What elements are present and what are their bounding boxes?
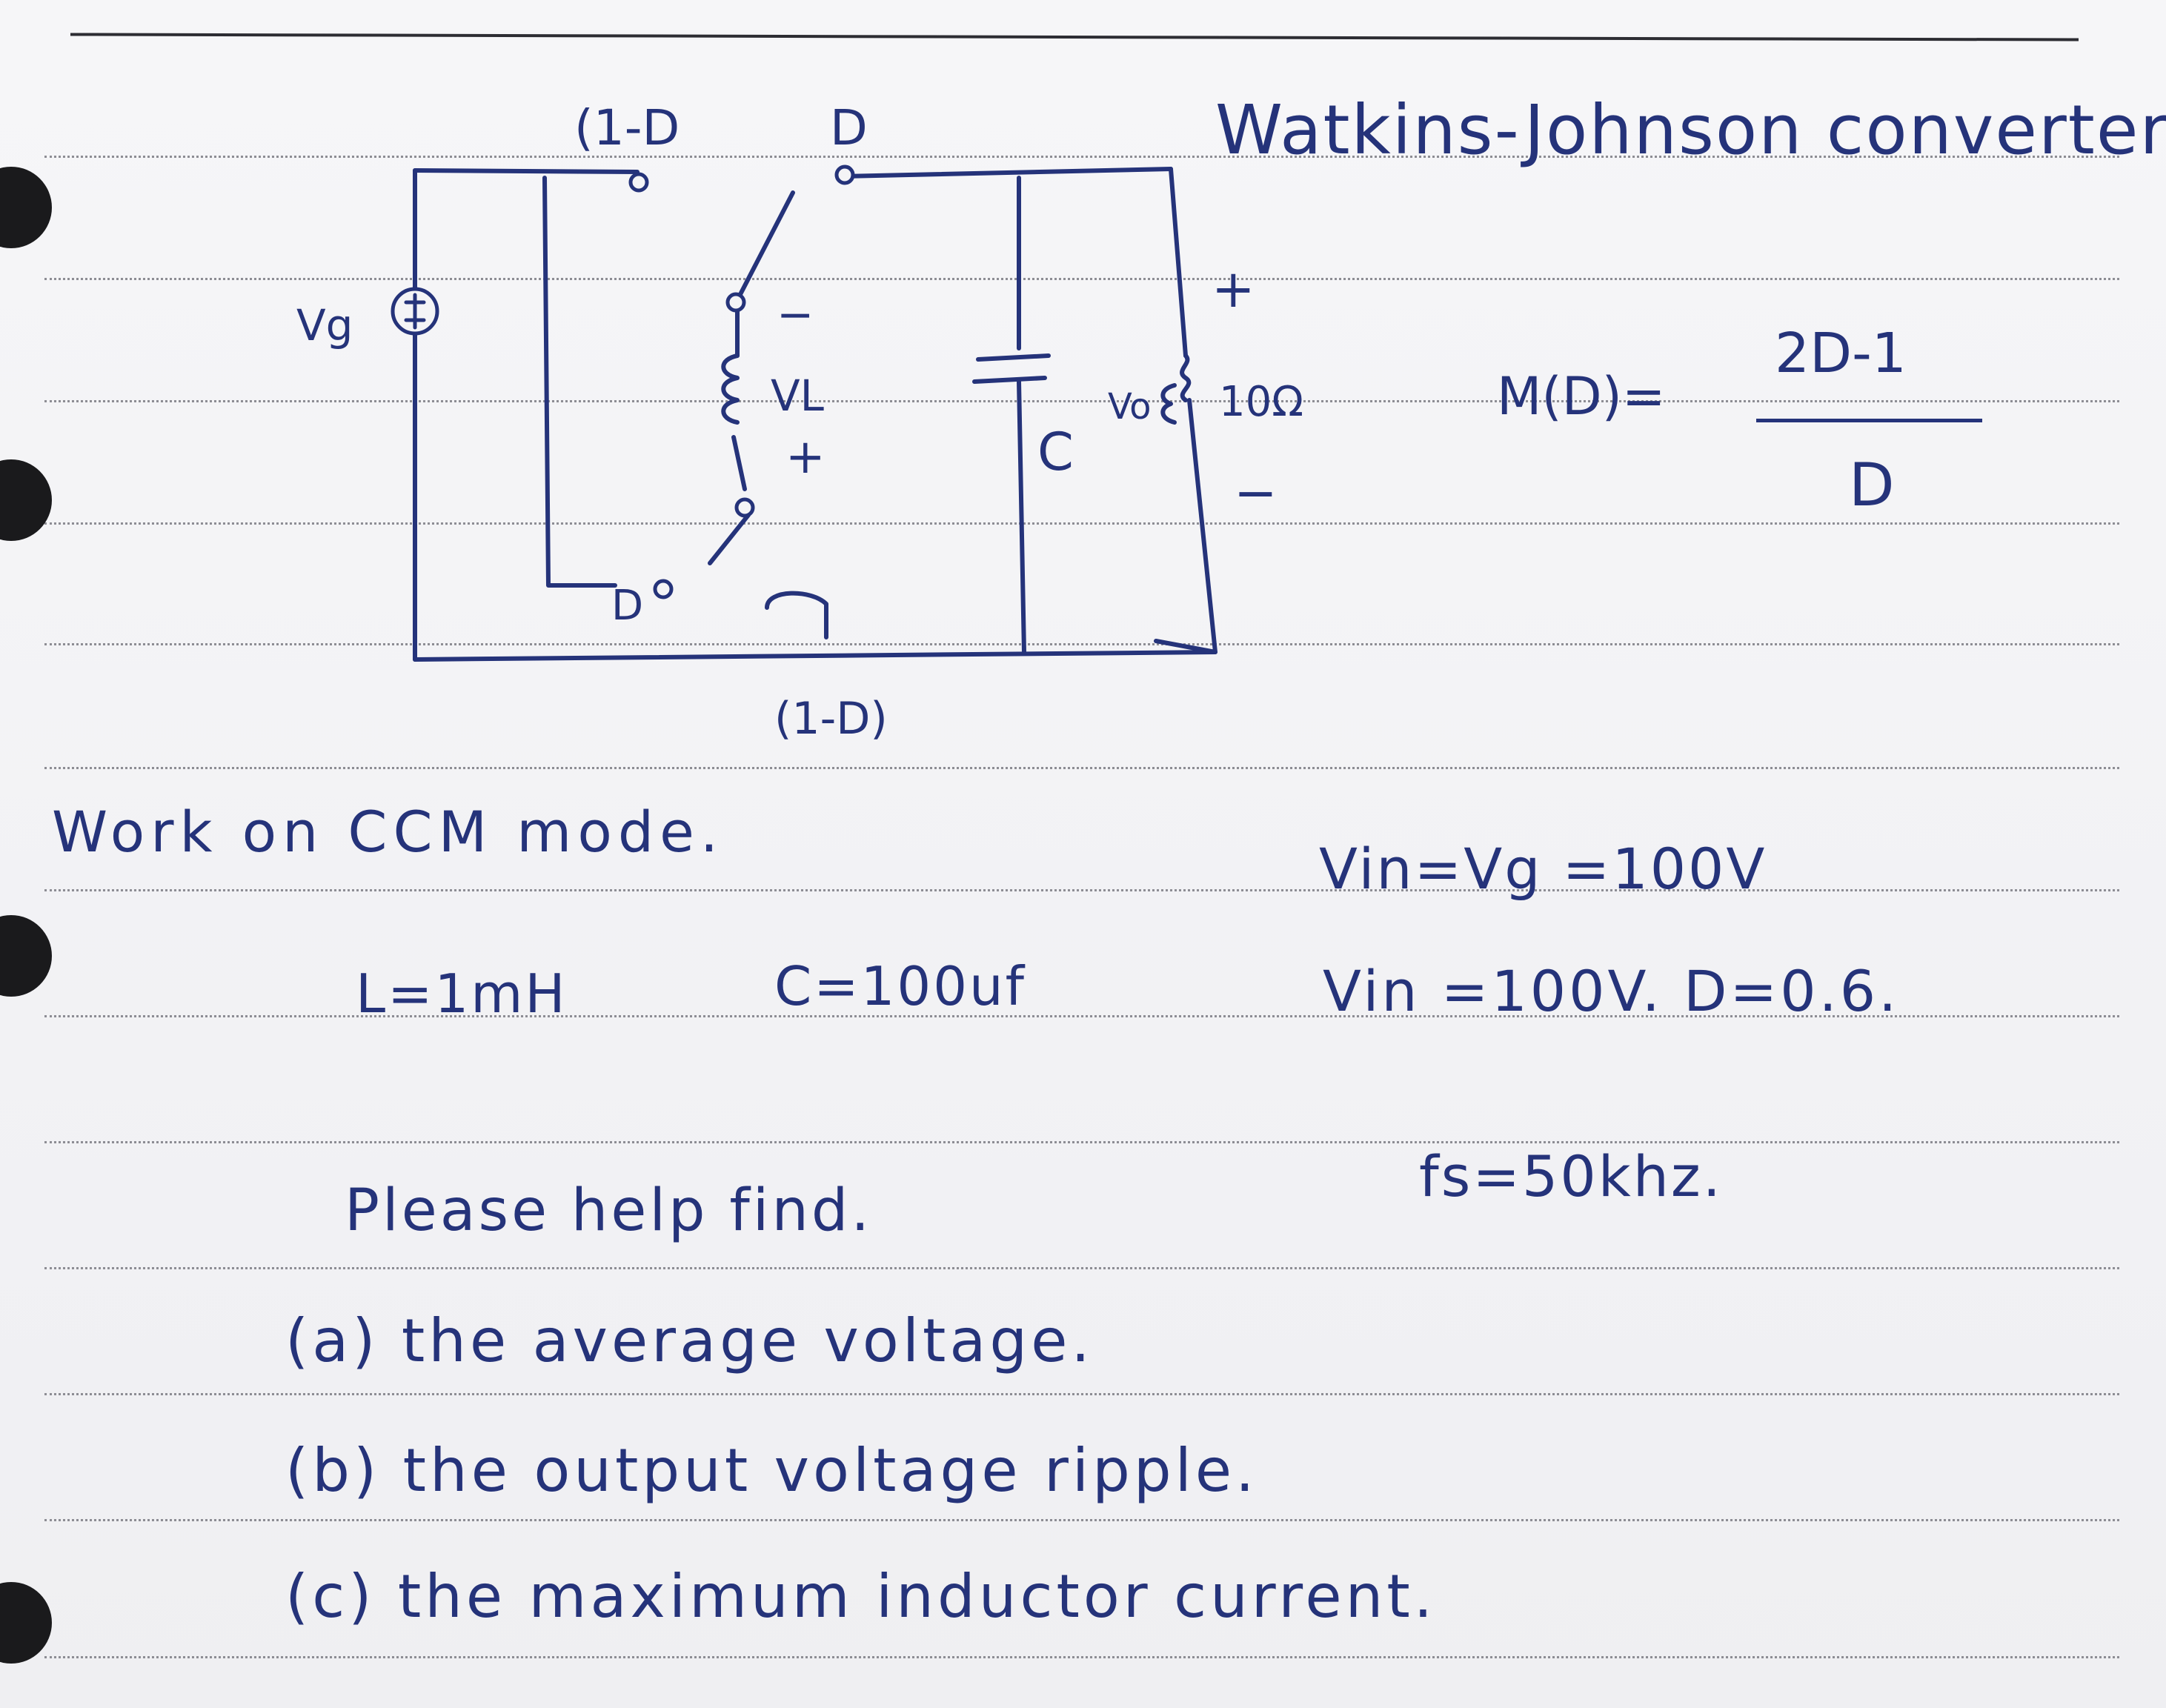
resistor-label: 10Ω [1219, 378, 1304, 426]
vo-minus-label: − [1234, 462, 1278, 523]
page-title: Watkins-Johnson converter [1215, 90, 2166, 170]
res-wire-top [1169, 167, 1188, 358]
bottom-hook [765, 591, 828, 639]
switching-frequency: fs=50khz. [1419, 1143, 1723, 1209]
ruled-line [44, 1267, 2119, 1269]
wire-inner-left [542, 176, 617, 588]
resistor [1180, 353, 1192, 402]
switch-blade-lower [708, 513, 751, 565]
vin-vg-note: Vin=Vg =100V [1319, 836, 1767, 902]
ruled-line [44, 1141, 2119, 1143]
ruled-line [44, 156, 2119, 158]
vo-label: Vo [1108, 386, 1152, 428]
ruled-line [44, 1015, 2119, 1017]
switch-terminal [725, 292, 746, 313]
capacitor-label: C [1037, 422, 1074, 482]
vin-duty-note: Vin =100V. D=0.6. [1323, 958, 1900, 1024]
inductor-plus-label: + [785, 430, 825, 485]
ruled-line [44, 643, 2119, 645]
mode-note: Work on CCM mode. [52, 799, 724, 865]
vo-brace [1160, 383, 1177, 425]
switch-terminal [834, 165, 855, 185]
source-label: Vg [296, 300, 353, 350]
switch-label-top-left: (1-D [574, 99, 680, 156]
vo-plus-label: + [1212, 259, 1255, 319]
formula-lhs: M(D)= [1497, 366, 1666, 427]
switch-terminal [734, 497, 755, 518]
question-b: (b) the output voltage ripple. [285, 1436, 1258, 1505]
capacitance-value: C=100uf [774, 955, 1027, 1017]
ruled-line [44, 1393, 2119, 1395]
question-c: (c) the maximum inductor current. [285, 1562, 1437, 1631]
wire-bottom-rail [413, 650, 1217, 662]
inductor-coil [721, 353, 740, 425]
question-a: (a) the average voltage. [285, 1306, 1094, 1375]
cap-plate-top [976, 353, 1051, 362]
wire-top-left [413, 168, 639, 174]
ruled-line [44, 1519, 2119, 1521]
formula-denominator: D [1849, 451, 1895, 519]
ruled-line [44, 522, 2119, 525]
inductor-label: VL [771, 370, 824, 421]
cap-plate-bottom [972, 376, 1047, 384]
cap-wire-bottom [1017, 379, 1026, 654]
ruled-line [44, 889, 2119, 891]
switch-terminal [653, 579, 674, 599]
fraction-bar [1756, 419, 1982, 422]
res-wire-bottom [1154, 398, 1217, 654]
switch-label-bottom: (1-D) [774, 693, 888, 745]
inductor-lead-bottom [731, 435, 747, 491]
inductor-minus-label: − [777, 289, 814, 341]
switch-label-bottom-left: D [611, 582, 644, 630]
switch-terminal [628, 172, 649, 193]
inductance-value: L=1mH [356, 963, 568, 1025]
formula-numerator: 2D-1 [1775, 322, 1907, 385]
prompt-text: Please help find. [345, 1177, 873, 1244]
ruled-line [44, 1656, 2119, 1658]
wire-top-right [843, 167, 1173, 179]
switch-label-top-right: D [830, 99, 868, 156]
ruled-line [44, 767, 2119, 769]
ruled-line [44, 400, 2119, 402]
switch-blade-upper [735, 190, 795, 302]
ruled-line [44, 278, 2119, 280]
